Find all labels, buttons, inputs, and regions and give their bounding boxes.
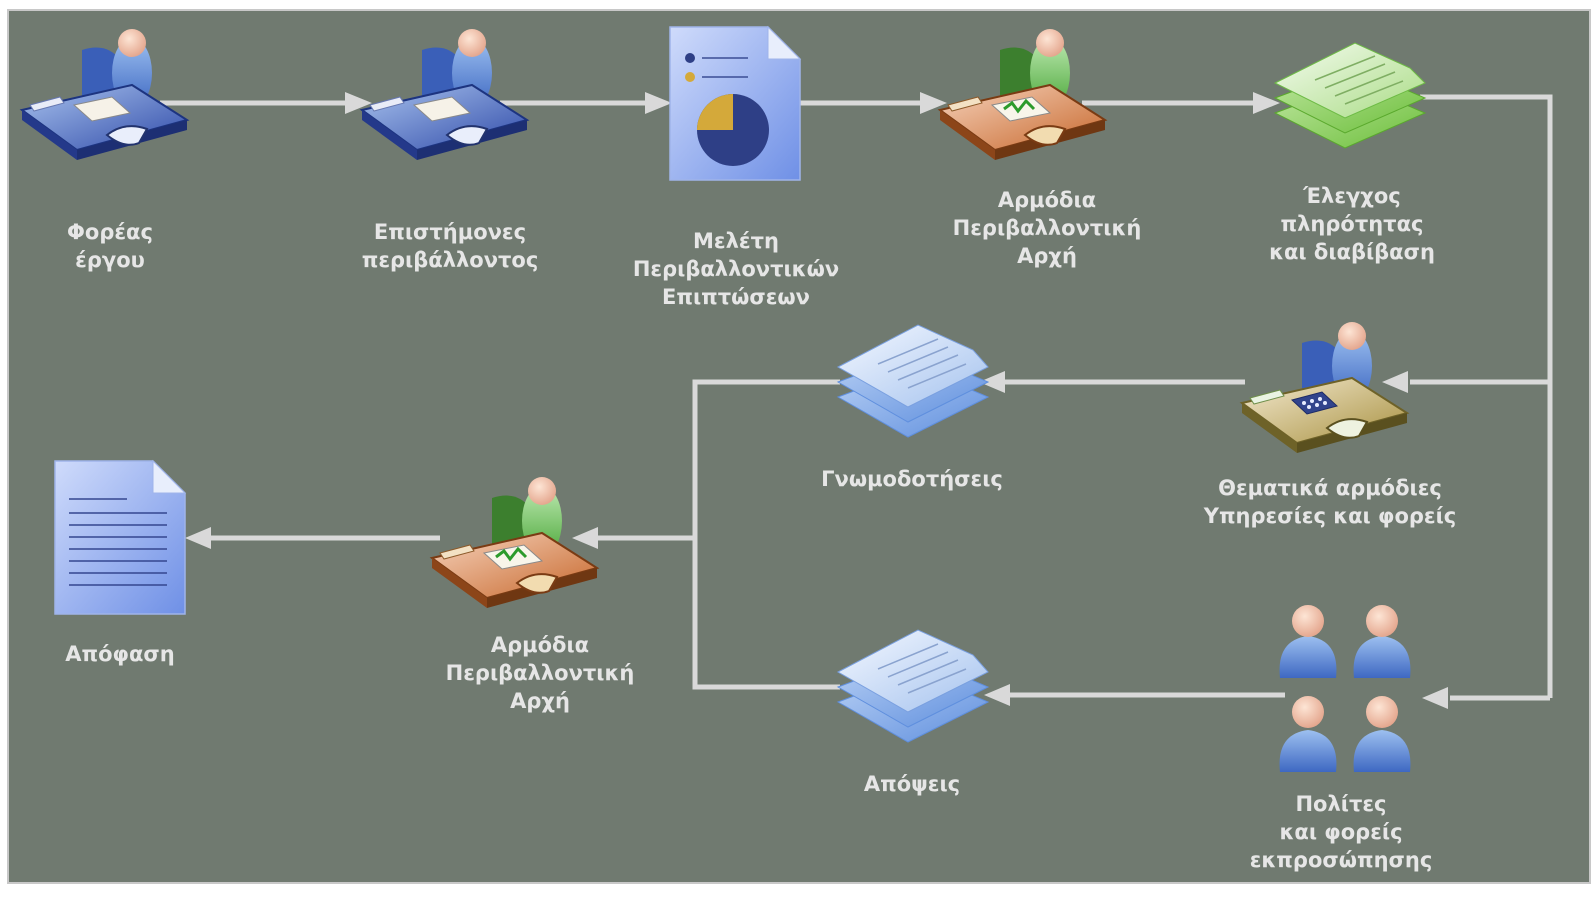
label-line: περιβάλλοντος [361, 248, 539, 272]
label-line: Γνωμοδοτήσεις [821, 467, 1003, 491]
person-at-desk-green-icon [937, 29, 1108, 160]
label-line: Έλεγχος [1303, 184, 1401, 208]
arrowhead [645, 92, 672, 114]
label-line: εκπροσώπησης [1249, 848, 1433, 872]
label-line: Απόφαση [65, 642, 175, 666]
person-icon [1353, 696, 1411, 772]
connectors [160, 94, 1553, 701]
person-icon [1279, 696, 1337, 772]
label-line: Επιπτώσεων [661, 285, 810, 309]
person-at-desk-green-icon [429, 477, 600, 608]
label-line: Περιβαλλοντικών [632, 257, 840, 281]
label-authority-bottom: Αρμόδια Περιβαλλοντική Αρχή [410, 631, 670, 715]
label-line: Περιβαλλοντική [952, 216, 1142, 240]
label-line: και φορείς [1279, 820, 1403, 844]
label-line: Περιβαλλοντική [445, 661, 635, 685]
label-line: Πολίτες [1295, 792, 1387, 816]
report-document-pie-chart-icon [669, 25, 802, 181]
label-line: πληρότητας [1280, 212, 1424, 236]
stacked-documents-blue-icon [836, 629, 990, 743]
label-citizens: Πολίτες και φορείς εκπροσώπησης [1211, 790, 1471, 874]
label-line: και διαβίβαση [1269, 240, 1435, 264]
stacked-documents-green-icon [1273, 42, 1427, 149]
person-at-desk-blue-icon [359, 29, 530, 160]
label-line: Αρμόδια [997, 188, 1097, 212]
person-icon [1353, 605, 1411, 678]
label-line: Μελέτη [693, 229, 779, 253]
label-line: Αρμόδια [490, 633, 590, 657]
document-lines-icon [54, 459, 187, 615]
person-icon [1279, 605, 1337, 678]
group-of-people-icon [1279, 605, 1411, 772]
label-line: Αρχή [510, 689, 570, 713]
label-line: Αρχή [1017, 244, 1077, 268]
label-authority-top: Αρμόδια Περιβαλλοντική Αρχή [917, 186, 1177, 270]
label-line: Υπηρεσίες και φορείς [1203, 504, 1457, 528]
label-line: Φορέας [67, 220, 153, 244]
arrowhead [1382, 371, 1408, 393]
label-line: Απόψεις [863, 772, 961, 796]
arrowhead [1253, 92, 1280, 114]
person-at-desk-blue-icon [19, 29, 190, 160]
arrowhead [920, 92, 947, 114]
label-agencies: Θεματικά αρμόδιες Υπηρεσίες και φορείς [1195, 474, 1465, 530]
stacked-documents-blue-icon [836, 324, 990, 438]
arrowhead [1422, 687, 1448, 709]
arrowhead [979, 371, 1005, 393]
person-at-desk-calculator-icon [1239, 322, 1410, 453]
connector-merge-bracket [692, 379, 840, 690]
arrowhead [984, 684, 1010, 706]
label-scientists: Επιστήμονες περιβάλλοντος [320, 218, 580, 274]
connector-completeness-loop [1420, 94, 1553, 698]
label-views: Απόψεις [782, 770, 1042, 798]
label-developer: Φορέας έργου [0, 218, 240, 274]
label-line: Θεματικά αρμόδιες [1218, 476, 1442, 500]
arrowhead [572, 527, 598, 549]
label-line: Επιστήμονες [373, 220, 527, 244]
label-line: έργου [75, 248, 145, 272]
label-study: Μελέτη Περιβαλλοντικών Επιπτώσεων [606, 227, 866, 311]
arrowheads [185, 92, 1448, 709]
arrowhead [185, 527, 211, 549]
label-completeness: Έλεγχος πληρότητας και διαβίβαση [1222, 182, 1482, 266]
arrowhead [345, 92, 372, 114]
label-decision: Απόφαση [0, 640, 250, 668]
label-opinions: Γνωμοδοτήσεις [782, 465, 1042, 493]
